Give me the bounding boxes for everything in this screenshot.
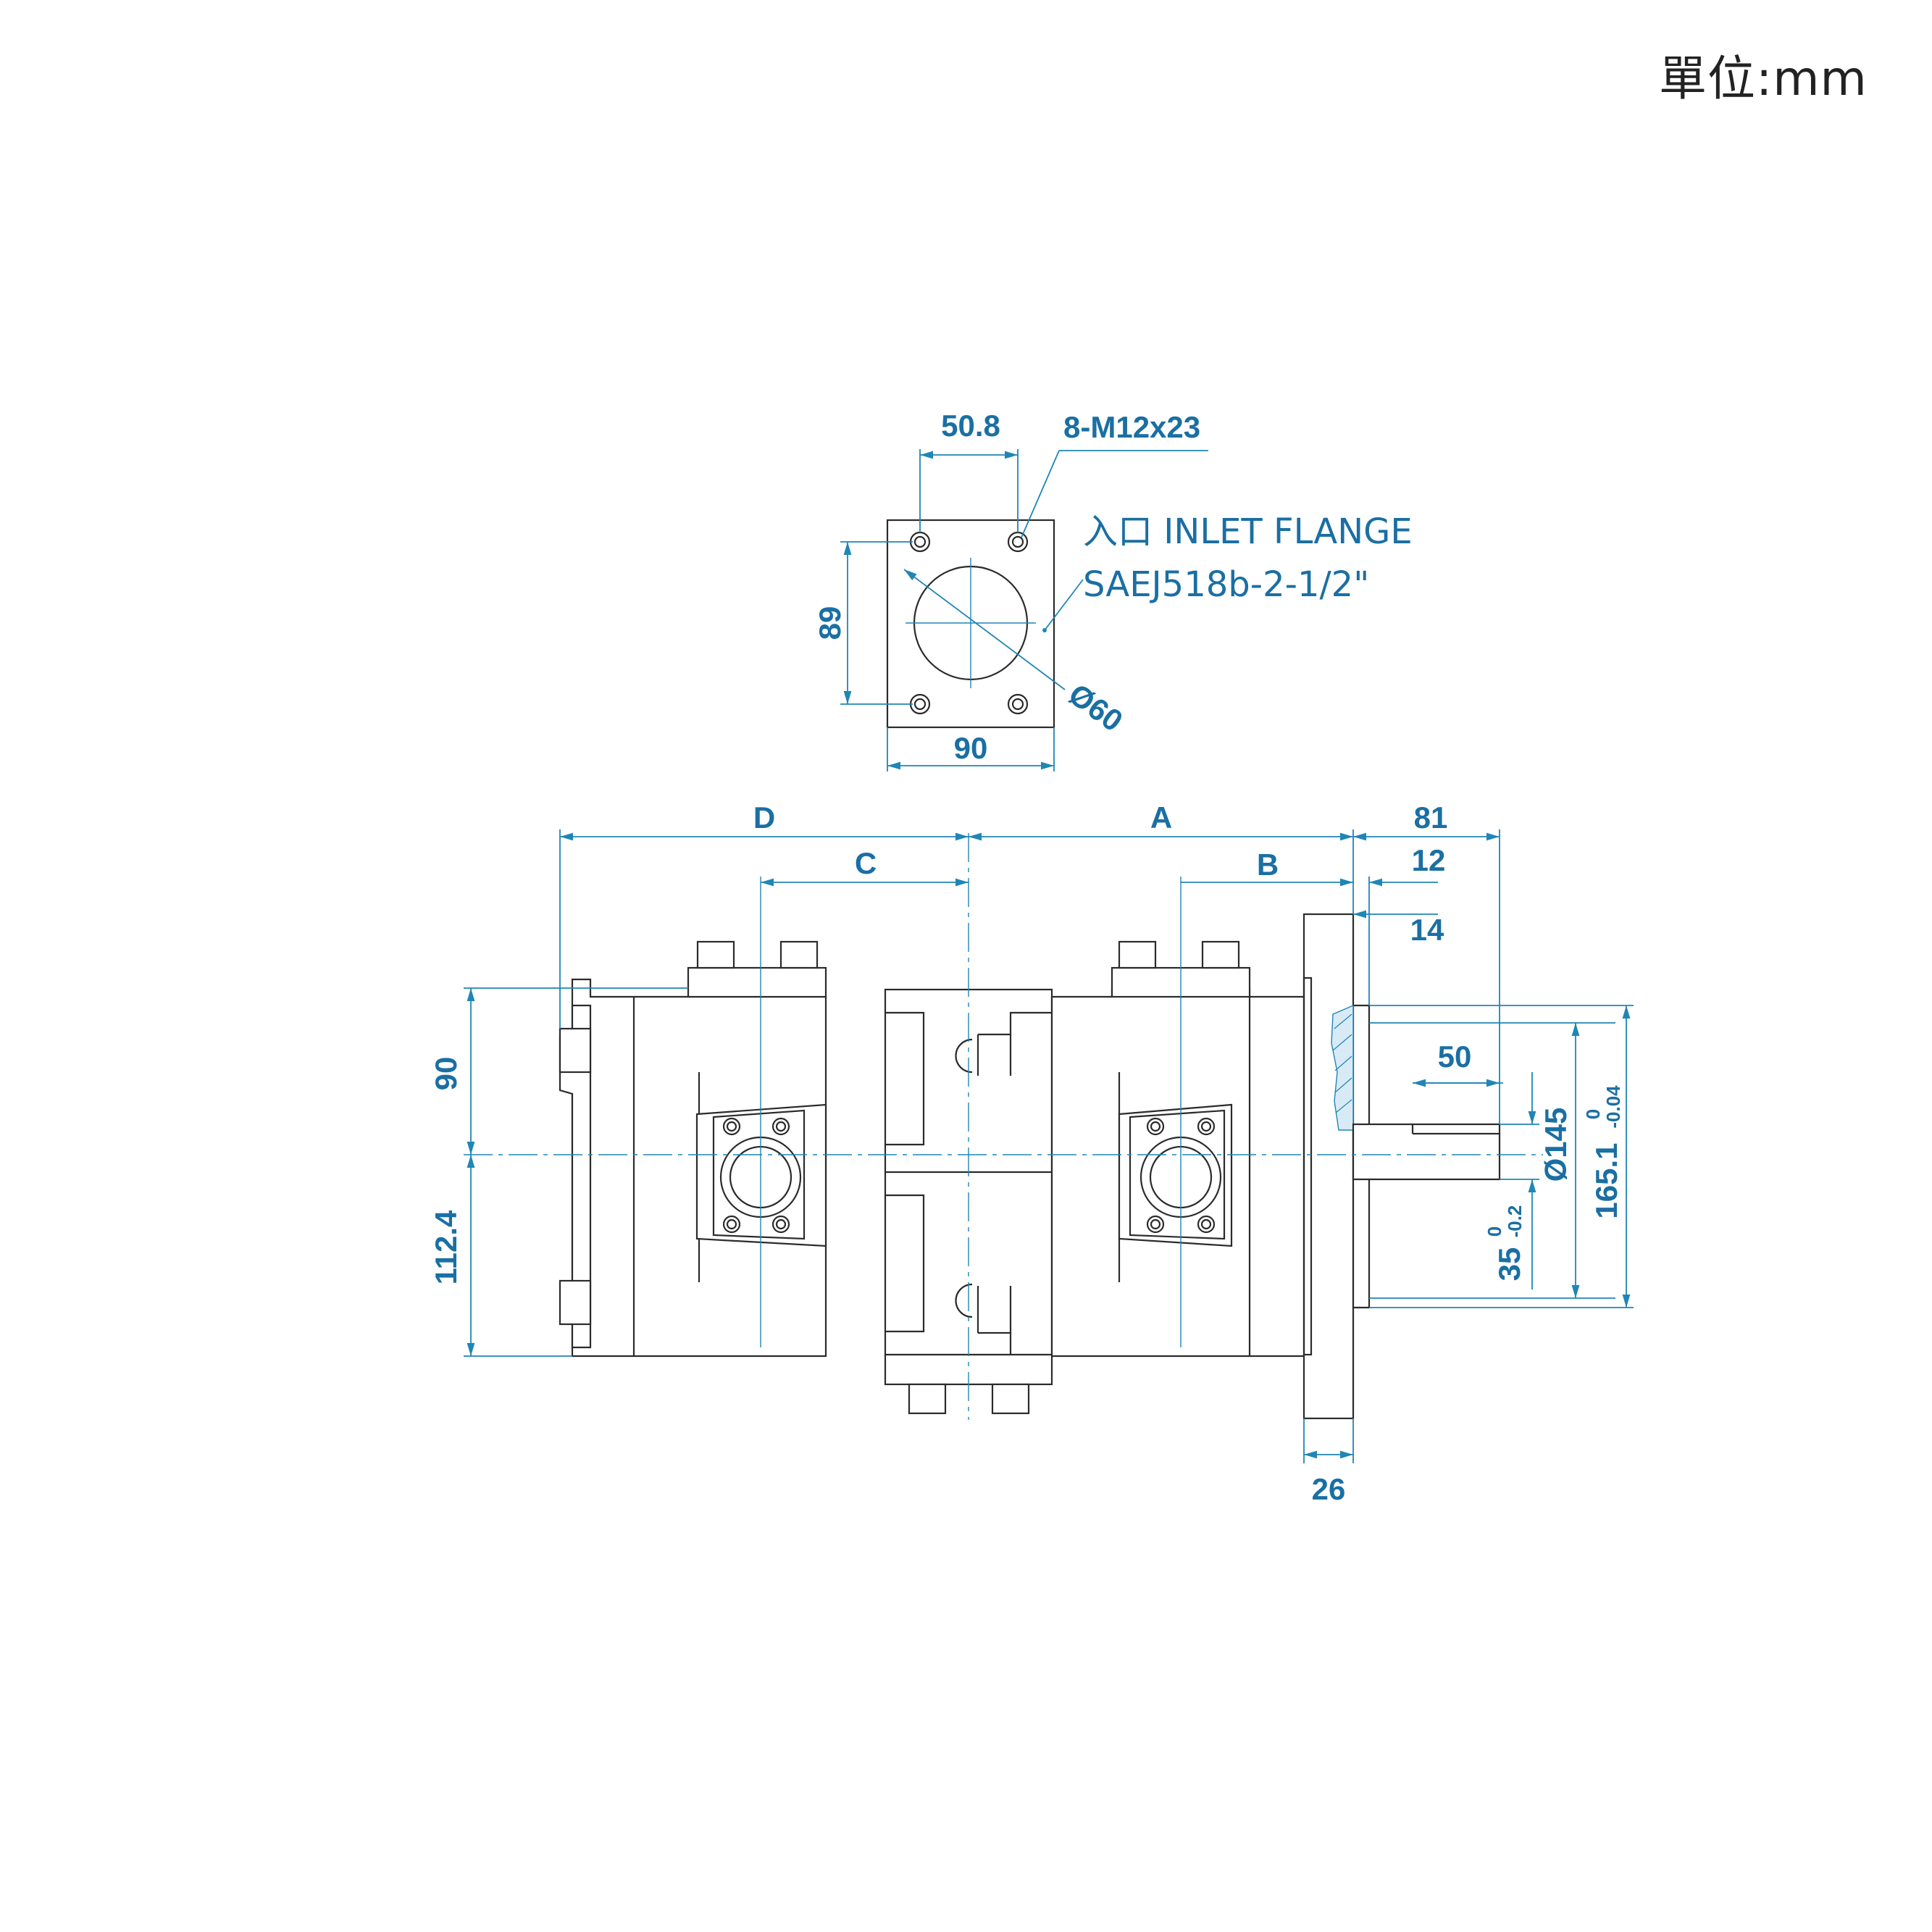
dim-90: 90 — [429, 1057, 463, 1091]
flange-outline — [886, 519, 1055, 729]
dim-26: 26 — [1312, 1472, 1346, 1506]
dim-bolt-spec: 8-M12x23 — [1063, 410, 1200, 444]
dim-35-tol-lower: -0.2 — [1504, 1205, 1526, 1238]
dim-phi145: Ø145 — [1539, 1108, 1573, 1182]
drive-shaft — [1352, 1123, 1501, 1181]
dim-35: 35 — [1492, 1247, 1526, 1281]
inlet-note-line2: SAEJ518b-2-1/2" — [1083, 564, 1369, 605]
dim-bore-diameter: Ø60 — [1063, 677, 1129, 738]
pump-side-view — [464, 829, 1634, 1463]
dim-50: 50 — [1438, 1040, 1472, 1074]
dim-165-1: 165.1 — [1589, 1142, 1623, 1218]
unit-label: 單位:mm — [1659, 51, 1868, 106]
dim-165-1-tol-lower: -0.04 — [1602, 1085, 1624, 1129]
dim-12: 12 — [1412, 843, 1446, 877]
dim-35-tol-upper: 0 — [1484, 1226, 1505, 1237]
dim-flange-height: 89 — [813, 606, 847, 640]
dim-B: B — [1257, 848, 1279, 882]
dim-flange-width: 90 — [954, 731, 988, 765]
dim-D: D — [753, 800, 775, 835]
rear-port-bolts — [722, 1117, 790, 1234]
dim-A: A — [1150, 800, 1172, 835]
mount-flange — [1302, 913, 1355, 1420]
dim-bolt-spacing: 50.8 — [941, 409, 1000, 443]
dim-81: 81 — [1414, 800, 1448, 835]
dim-C: C — [855, 846, 877, 880]
inlet-flange-view — [840, 449, 1208, 771]
front-port-bolts — [1146, 1117, 1216, 1234]
dim-112-4: 112.4 — [429, 1210, 463, 1284]
section-hatch — [1331, 1004, 1354, 1131]
dim-165-1-tol-upper: 0 — [1582, 1109, 1604, 1119]
dim-14: 14 — [1410, 913, 1444, 947]
inlet-note-line1: 入口 INLET FLANGE — [1083, 511, 1413, 552]
